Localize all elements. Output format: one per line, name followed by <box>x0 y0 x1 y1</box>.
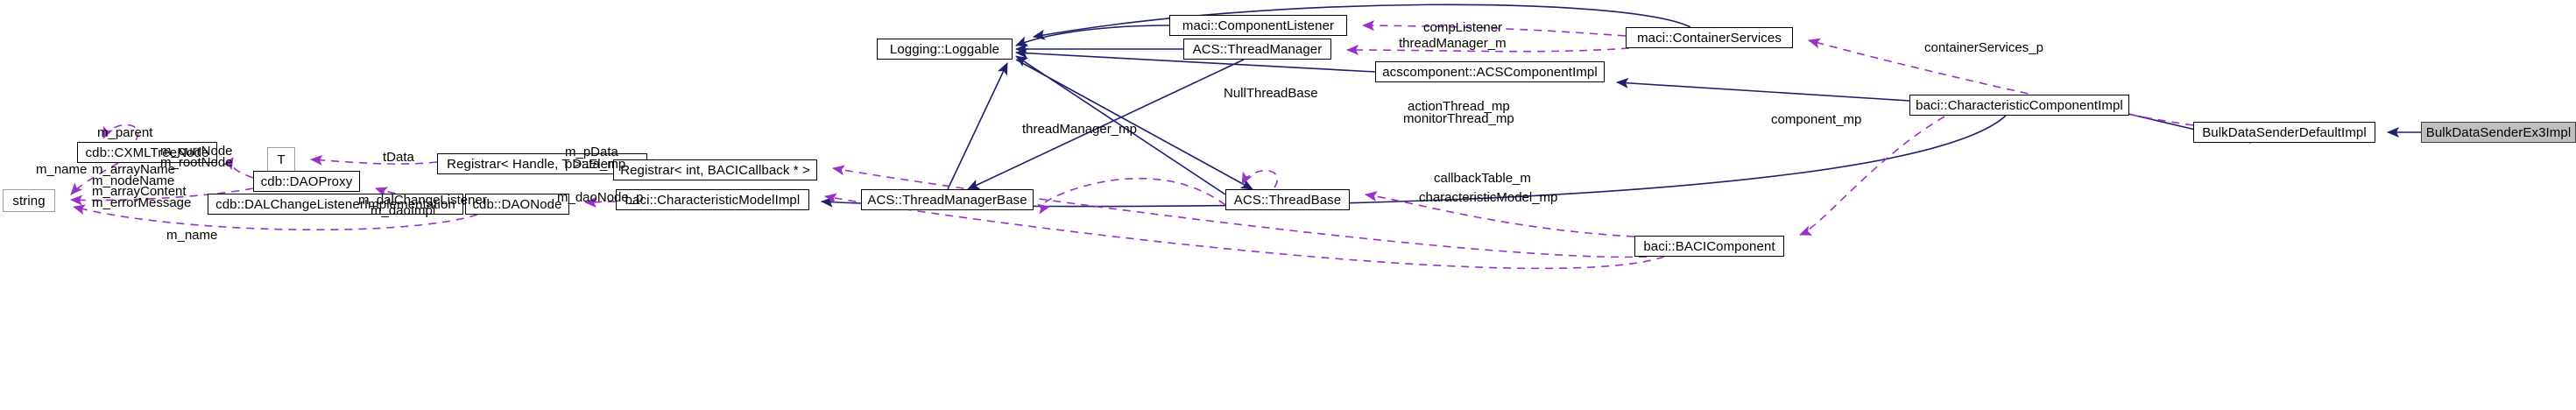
node-label: cdb::DALChangeListenerImplementation <box>215 196 455 212</box>
node-registrar-int-bacicallback[interactable]: Registrar< int, BACICallback * > <box>613 159 817 180</box>
edge-label-actionthread-mp: actionThread_mp <box>1408 99 1510 114</box>
node-maci-container-services[interactable]: maci::ContainerServices <box>1626 27 1793 48</box>
edge-label-m-name-cxmltreenode: m_name <box>36 162 88 177</box>
edge-label-nullthreadbase: NullThreadBase <box>1224 86 1318 101</box>
node-cdb-daonode[interactable]: cdb::DAONode <box>465 194 569 215</box>
node-label: maci::ComponentListener <box>1182 18 1335 33</box>
node-cdb-cxmltreenode[interactable]: cdb::CXMLTreeNode <box>77 142 217 163</box>
node-string[interactable]: string <box>3 189 55 212</box>
node-label: acscomponent::ACSComponentImpl <box>1382 64 1598 80</box>
edge-label-m-daoimpl: m_daoImpl <box>371 203 436 218</box>
edge-label-component-mp: component_mp <box>1771 112 1862 127</box>
node-label: string <box>12 193 46 209</box>
edge-label-callbacktable-m: callbackTable_m <box>1434 171 1531 186</box>
node-label: Registrar< Handle, T >::Element <box>447 156 638 172</box>
node-cdb-dalchangelistenerimplementation[interactable]: cdb::DALChangeListenerImplementation <box>208 194 463 215</box>
edge-label-m-rootnode: m_rootNode <box>160 155 233 170</box>
edge-label-threadmanager-mp: threadManager_mp <box>1022 122 1137 137</box>
node-label: baci::CharacteristicModelImpl <box>625 192 801 208</box>
edge-label-monitorthread-mp: monitorThread_mp <box>1403 111 1514 126</box>
edge-label-m-errormessage: m_errorMessage <box>92 195 192 210</box>
node-label: baci::CharacteristicComponentImpl <box>1916 97 2123 113</box>
node-label: Registrar< int, BACICallback * > <box>620 162 810 178</box>
node-type-t[interactable]: T <box>267 147 295 172</box>
edge-label-m-daonode-p: m_daoNode_p <box>557 190 644 205</box>
node-logging-loggable[interactable]: Logging::Loggable <box>877 39 1013 60</box>
node-acscomponent-acscomponentimpl[interactable]: acscomponent::ACSComponentImpl <box>1375 61 1605 82</box>
inheritance-edges <box>821 4 2421 208</box>
node-label: BulkDataSenderEx3Impl <box>2425 124 2572 140</box>
edge-label-m-name-daonode: m_name <box>166 228 218 243</box>
node-label: T <box>277 152 286 167</box>
edge-label-m-dalchangelistener: m_dalChangeListener <box>358 193 487 208</box>
node-label: ACS::ThreadBase <box>1233 192 1342 208</box>
node-label: maci::ContainerServices <box>1637 30 1782 46</box>
node-baci-characteristiccomponentimpl[interactable]: baci::CharacteristicComponentImpl <box>1909 95 2129 116</box>
edge-label-threadmanager-m: threadManager_m <box>1399 36 1507 51</box>
edge-label-containerservices-p: containerServices_p <box>1924 40 2043 55</box>
usage-edges <box>70 20 2194 270</box>
node-bulkdatasenderdefaultimpl[interactable]: BulkDataSenderDefaultImpl <box>2193 122 2375 143</box>
edge-label-tdata: tData <box>383 150 414 165</box>
node-baci-bacicomponent[interactable]: baci::BACIComponent <box>1634 236 1784 257</box>
node-label: cdb::CXMLTreeNode <box>85 145 209 160</box>
node-cdb-daoproxy[interactable]: cdb::DAOProxy <box>253 171 360 192</box>
node-label: ACS::ThreadManagerBase <box>867 192 1027 208</box>
node-label: cdb::DAONode <box>472 196 562 212</box>
edge-label-m-parent: m_parent <box>97 125 153 140</box>
node-baci-characteristicmodelimpl[interactable]: baci::CharacteristicModelImpl <box>616 189 809 210</box>
edge-label-m-arraycontent: m_arrayContent <box>92 184 187 199</box>
edge-label-m-pdata: m_pData <box>565 145 618 159</box>
edge-label-m-currnode: m_currNode <box>160 144 233 159</box>
edge-label-characteristicmodel-mp: characteristicModel_mp <box>1419 190 1558 205</box>
node-maci-component-listener[interactable]: maci::ComponentListener <box>1169 15 1347 36</box>
edge-label-m-nodename: m_nodeName <box>92 173 175 188</box>
node-acs-thread-manager[interactable]: ACS::ThreadManager <box>1183 39 1331 60</box>
node-label: baci::BACIComponent <box>1643 238 1775 254</box>
node-registrar-handle-t-element[interactable]: Registrar< Handle, T >::Element <box>437 153 647 174</box>
node-acs-thread-base[interactable]: ACS::ThreadBase <box>1225 189 1350 210</box>
edge-label-complistener: compListener <box>1423 20 1503 35</box>
edge-label-m-arrayname: m_arrayName <box>92 162 176 177</box>
node-label: Logging::Loggable <box>889 41 1000 57</box>
node-label: BulkDataSenderDefaultImpl <box>2202 124 2367 140</box>
node-label: cdb::DAOProxy <box>260 173 353 189</box>
node-acs-thread-manager-base[interactable]: ACS::ThreadManagerBase <box>861 189 1034 210</box>
node-label: ACS::ThreadManager <box>1192 41 1323 57</box>
node-bulkdatasenderex3impl[interactable]: BulkDataSenderEx3Impl <box>2421 122 2576 143</box>
edge-label-pdata-mp: pData_mp <box>565 157 626 172</box>
